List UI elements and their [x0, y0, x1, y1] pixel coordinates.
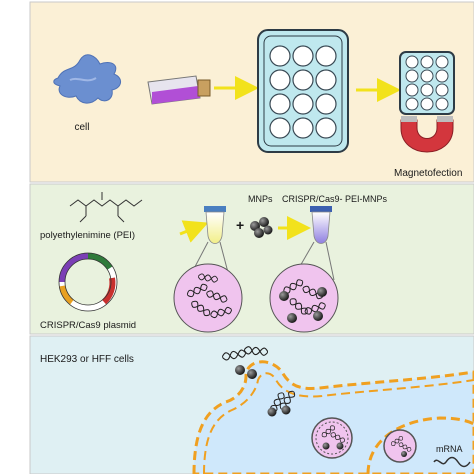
endocytosis-complex [267, 388, 297, 417]
well [292, 93, 314, 115]
mnp-cluster-icon [250, 217, 273, 238]
zoom-line [325, 241, 335, 281]
incoming-complex [221, 345, 269, 379]
plasmid-icon [58, 252, 118, 312]
well [420, 55, 434, 69]
well [315, 45, 337, 67]
well [269, 117, 291, 139]
well [420, 83, 434, 97]
pei-structure-icon [69, 192, 143, 223]
pei-label: polyethylenimine (PEI) [40, 230, 135, 241]
zoom-circle-plasmid-pei [173, 263, 243, 333]
endosome-2 [383, 429, 417, 463]
zoom-circle-complex [269, 263, 339, 333]
well [435, 97, 449, 111]
well [435, 69, 449, 83]
panel-top: cell Magnetofection [29, 1, 474, 183]
plasmid-label: CRISPR/Cas9 plasmid [40, 320, 136, 331]
well [292, 117, 314, 139]
complex-label: CRISPR/Cas9- PEI-MNPs [282, 194, 388, 204]
well [420, 97, 434, 111]
mrna-strand-icon [433, 456, 471, 468]
well [435, 83, 449, 97]
cell-label: cell [74, 122, 89, 133]
well [292, 69, 314, 91]
panel-bottom: HEK293 or HFF cells [29, 335, 474, 474]
magnetofection-label: Magnetofection [394, 168, 462, 179]
endosome-1 [311, 417, 353, 459]
well [269, 93, 291, 115]
well-plate-small-icon [399, 51, 455, 115]
mrna-label: mRNA [436, 444, 463, 454]
well [315, 117, 337, 139]
complex-tube-icon [310, 206, 332, 244]
well [315, 93, 337, 115]
well [269, 45, 291, 67]
well [269, 69, 291, 91]
well [405, 97, 419, 111]
culture-flask-icon [147, 75, 211, 105]
well [405, 69, 419, 83]
well [405, 83, 419, 97]
well [420, 69, 434, 83]
well [292, 45, 314, 67]
plus-sign: + [236, 217, 244, 233]
cells-label: HEK293 or HFF cells [40, 354, 134, 365]
magnet-icon [400, 116, 454, 153]
panel-middle: polyethylenimine (PEI) CRISPR/Cas9 plasm… [29, 183, 474, 335]
mnps-label: MNPs [248, 194, 273, 204]
cell-icon [53, 54, 121, 104]
flow-arrow [179, 220, 209, 243]
well [435, 55, 449, 69]
reaction-tube-icon [204, 206, 226, 244]
well [405, 55, 419, 69]
well [315, 69, 337, 91]
well-plate-large-icon [257, 29, 349, 153]
